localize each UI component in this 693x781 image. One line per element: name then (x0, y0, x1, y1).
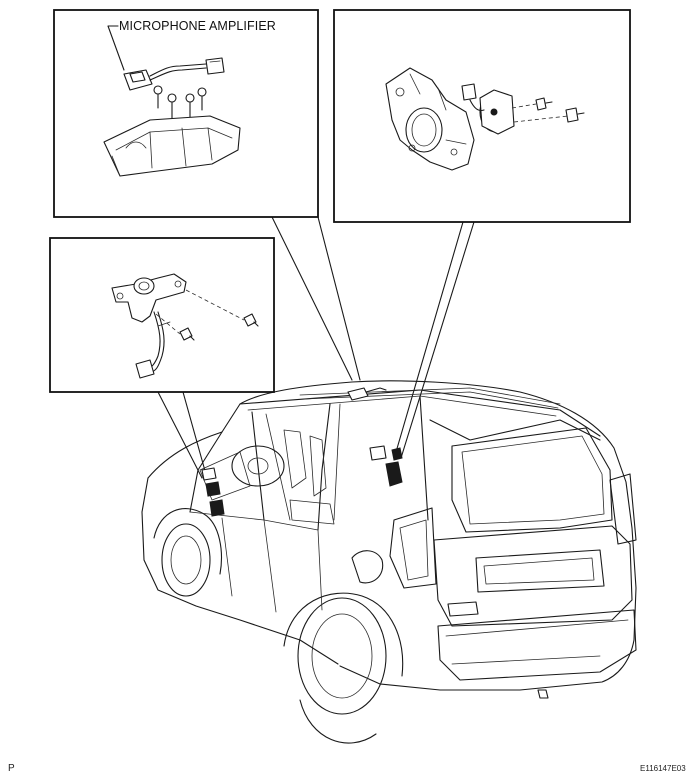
microphone-amplifier-panel: MICROPHONE AMPLIFIER (53, 9, 319, 218)
screws (153, 85, 207, 119)
microphone-amplifier-label: MICROPHONE AMPLIFIER (119, 19, 276, 33)
rear-speaker-panel (333, 9, 631, 223)
figure-code: E116147E03 (640, 764, 686, 773)
page-marker-p: P (8, 763, 15, 774)
front-speaker-panel (49, 237, 275, 393)
rear-speaker (369, 445, 403, 487)
front-speaker-screws (155, 289, 259, 341)
speaker-unit (479, 89, 515, 135)
roof-console (103, 115, 241, 177)
front-speaker-bracket (111, 273, 187, 323)
callout-pointers (157, 216, 475, 479)
speaker-connector (461, 83, 485, 112)
microphone-amplifier-part (123, 57, 225, 91)
front-speaker (201, 467, 225, 517)
vehicle-illustration (141, 380, 637, 744)
speaker-bolts (511, 97, 585, 123)
speaker-bracket (385, 67, 475, 171)
front-speaker-harness (135, 311, 171, 379)
roof-microphone (347, 387, 387, 401)
